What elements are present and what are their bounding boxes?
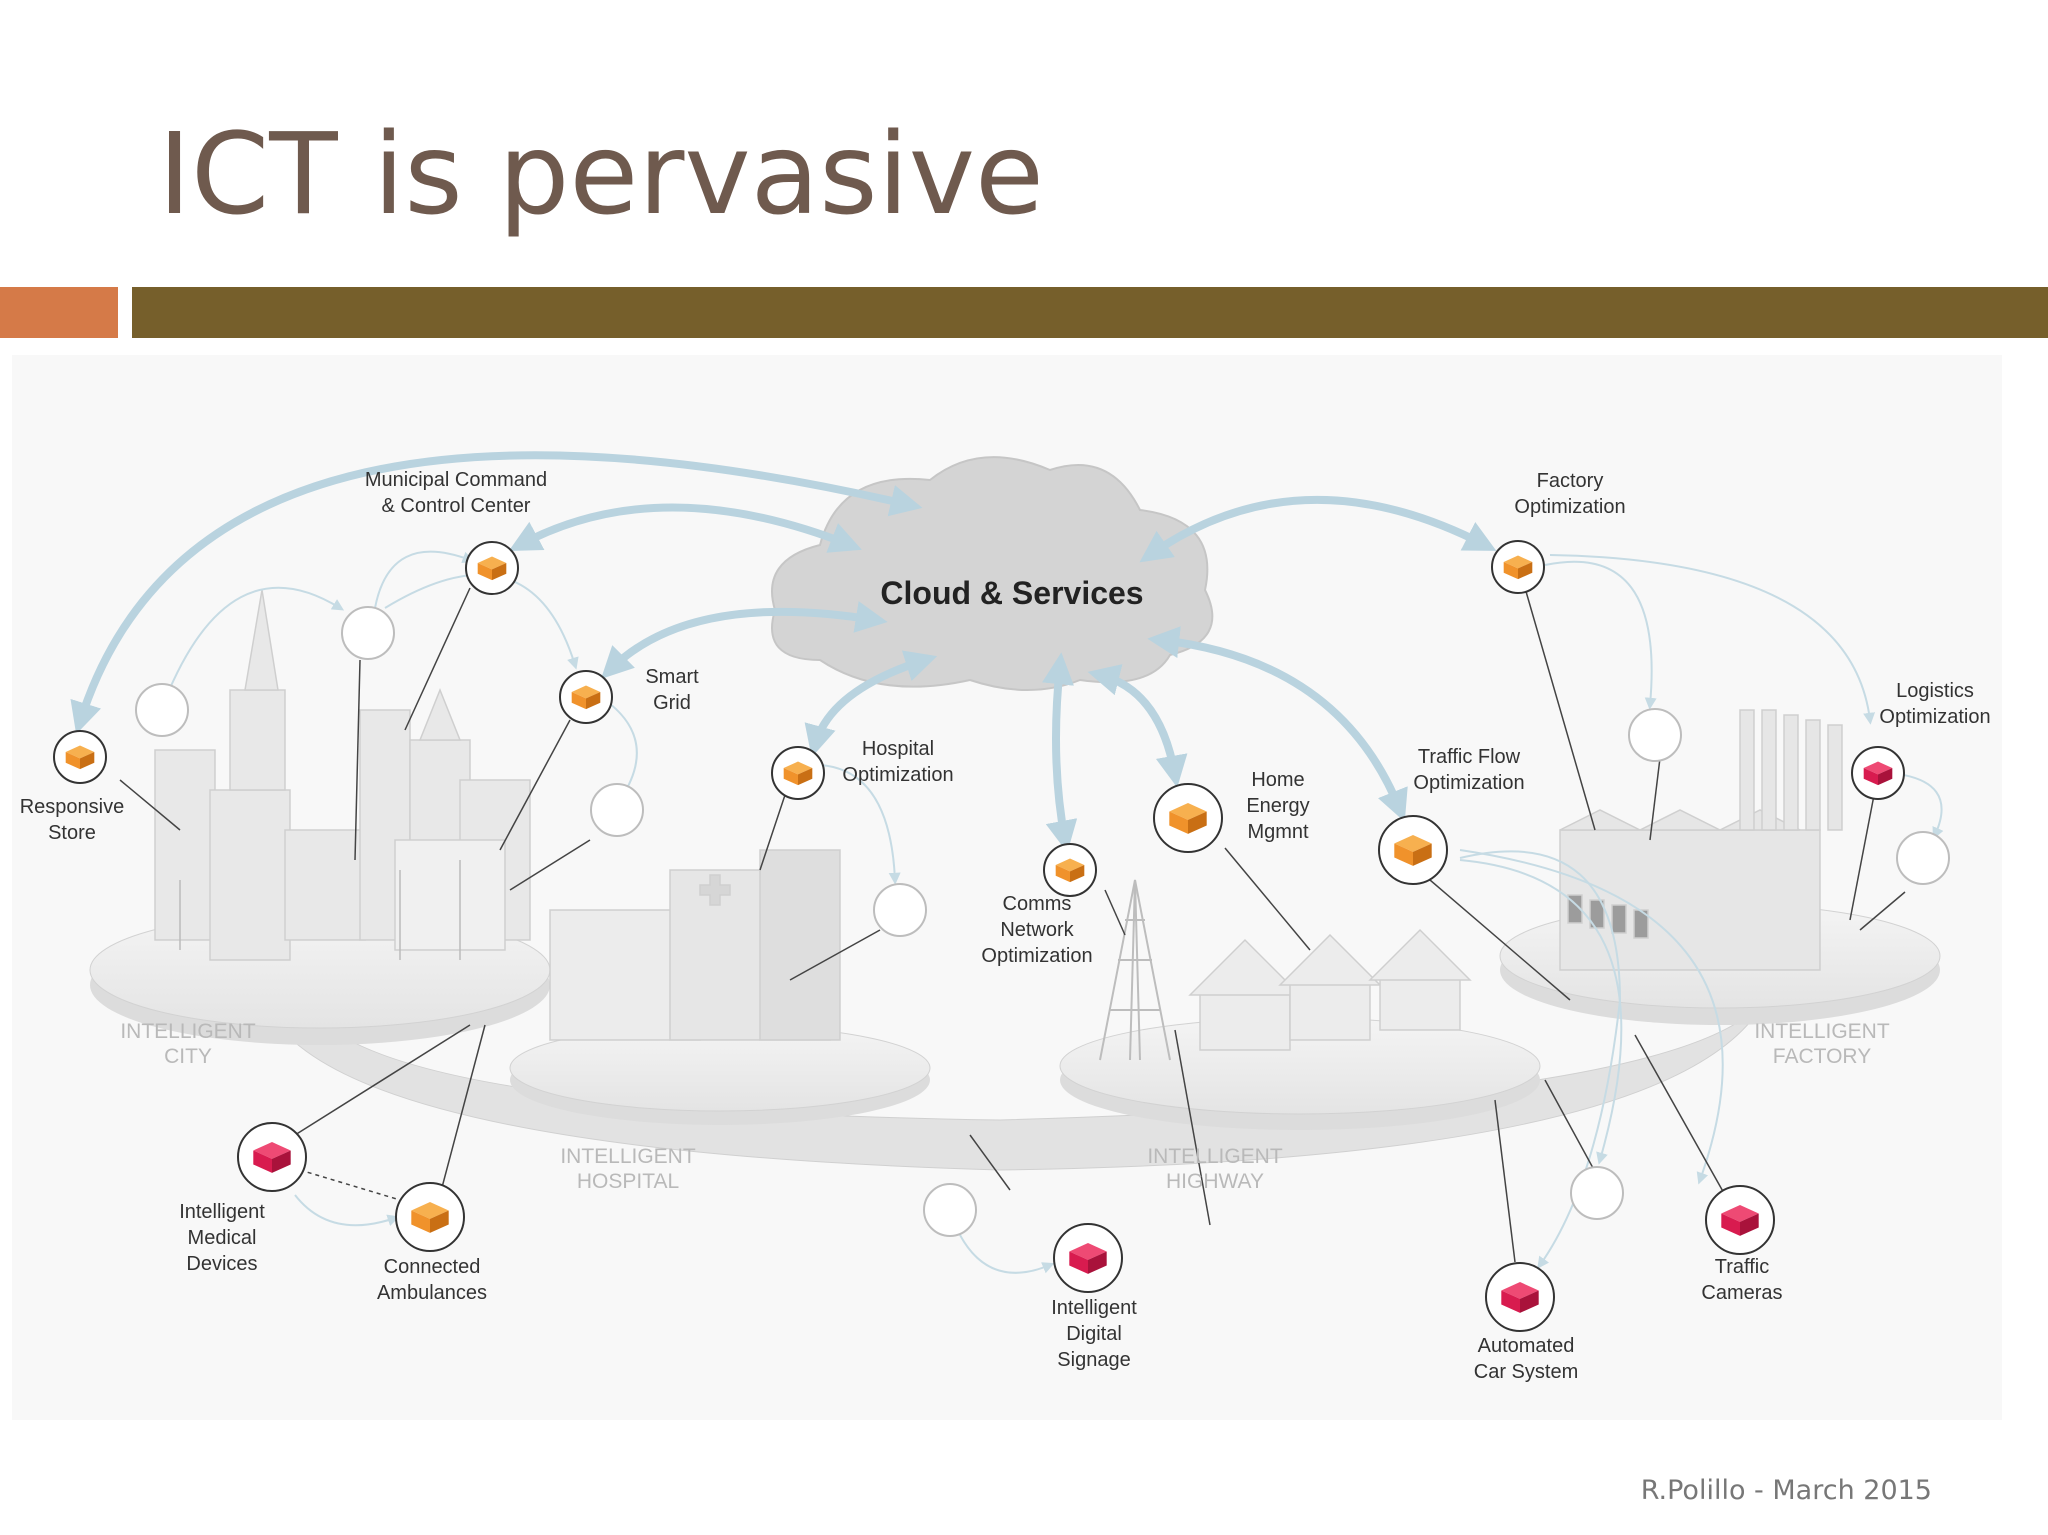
node-label-municipal: Municipal Command& Control Center	[365, 469, 547, 517]
factory-building	[1559, 709, 1843, 971]
node-signage	[1053, 1223, 1123, 1293]
sensor-circles	[135, 606, 1950, 1237]
node-hospital	[771, 746, 825, 800]
node-medical	[237, 1122, 307, 1192]
node-factory	[1491, 540, 1545, 594]
hospital-platform	[509, 1024, 931, 1125]
cloud-label: Cloud & Services	[880, 575, 1143, 611]
link-arrows	[164, 550, 1944, 1274]
node-cameras	[1705, 1185, 1775, 1255]
node-traffic	[1378, 815, 1448, 885]
hospital-building	[549, 849, 841, 1041]
node-smartgrid	[559, 670, 613, 724]
node-store	[53, 730, 107, 784]
title-accent-bar	[0, 287, 118, 338]
comms-tower	[1099, 879, 1171, 1061]
node-logistics	[1851, 746, 1905, 800]
node-home	[1153, 783, 1223, 853]
node-ambulances	[395, 1182, 465, 1252]
node-carsystem	[1485, 1262, 1555, 1332]
cloud-arrows	[70, 451, 1497, 853]
service-nodes	[53, 540, 1905, 1332]
title-underline-bar	[132, 287, 2048, 338]
slide-footer: R.Polillo - March 2015	[1640, 1475, 1932, 1506]
node-municipal	[465, 541, 519, 595]
houses	[1188, 928, 1472, 1051]
leader-lines	[119, 587, 1906, 1263]
node-comms	[1043, 843, 1097, 897]
ict-diagram: Cloud & Services	[12, 355, 2002, 1420]
slide-title: ICT is pervasive	[158, 110, 1044, 240]
city-buildings	[154, 589, 531, 961]
